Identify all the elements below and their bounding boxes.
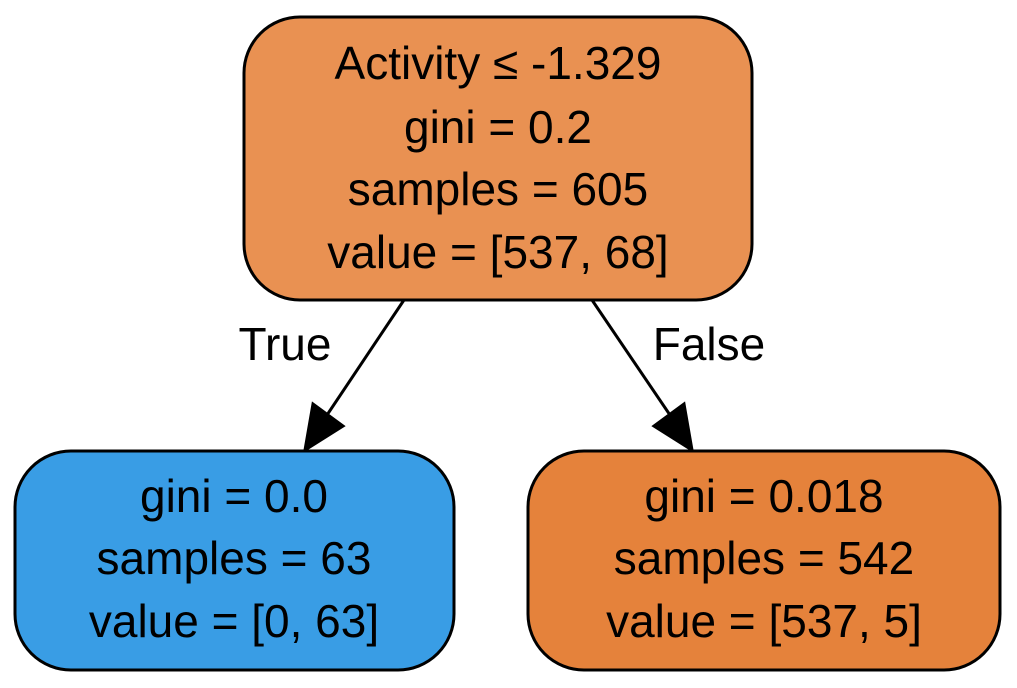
node-right-gini: gini = 0.018 bbox=[644, 470, 883, 522]
node-left: gini = 0.0 samples = 63 value = [0, 63] bbox=[13, 449, 456, 672]
edge-false: False bbox=[590, 299, 765, 454]
node-right-samples: samples = 542 bbox=[614, 532, 914, 584]
node-root-split-condition: Activity ≤ -1.329 bbox=[335, 37, 662, 89]
node-root-box bbox=[242, 15, 754, 302]
node-root-samples: samples = 605 bbox=[348, 163, 648, 215]
node-right-box bbox=[526, 449, 1002, 672]
edge-true-label: True bbox=[239, 318, 332, 370]
node-left-box bbox=[13, 449, 456, 672]
edge-true-arrowhead bbox=[302, 401, 346, 454]
node-left-samples: samples = 63 bbox=[97, 532, 372, 584]
node-right: gini = 0.018 samples = 542 value = [537,… bbox=[526, 449, 1002, 672]
node-left-gini: gini = 0.0 bbox=[140, 470, 328, 522]
node-root: Activity ≤ -1.329 gini = 0.2 samples = 6… bbox=[242, 15, 754, 302]
edge-false-label: False bbox=[653, 318, 765, 370]
edge-false-arrowhead bbox=[651, 401, 695, 454]
edge-true-line bbox=[323, 299, 406, 419]
node-right-value: value = [537, 5] bbox=[606, 595, 922, 647]
node-left-value: value = [0, 63] bbox=[89, 595, 379, 647]
edge-false-line bbox=[590, 299, 674, 419]
edge-true: True bbox=[239, 299, 406, 454]
node-root-value: value = [537, 68] bbox=[327, 226, 668, 278]
node-root-gini: gini = 0.2 bbox=[404, 101, 592, 153]
